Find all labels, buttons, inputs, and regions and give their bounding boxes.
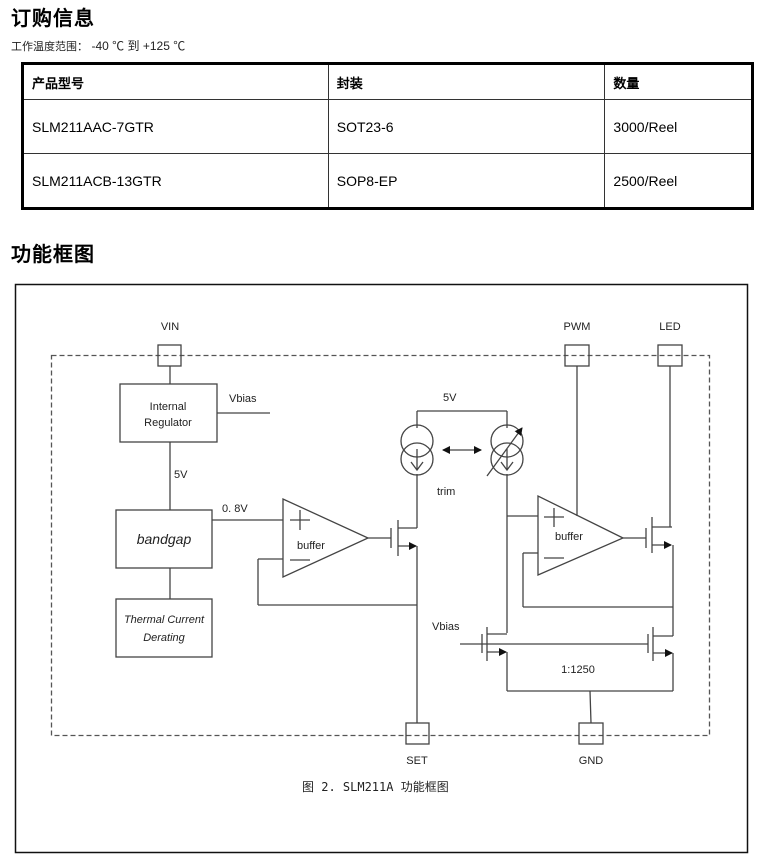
pin-vin-box — [157, 344, 182, 367]
buffer-left-label: buffer — [297, 540, 325, 552]
thermal-label-line2: Derating — [143, 632, 185, 644]
pin-label-gnd: GND — [579, 755, 604, 767]
header-package: 封装 — [327, 63, 606, 100]
table-row: SLM211AAC-7GTR SOT23-6 3000/Reel — [22, 99, 753, 154]
buffer-right-label: buffer — [555, 531, 583, 543]
zero-eight-v-label: 0. 8V — [222, 503, 248, 515]
five-v-top-label: 5V — [443, 392, 457, 404]
mirror-ratio-label: 1:1250 — [561, 664, 595, 676]
thermal-label-line1: Thermal Current — [124, 614, 205, 626]
pin-label-pwm: PWM — [564, 321, 591, 333]
header-quantity: 数量 — [604, 63, 753, 100]
vbias-top-label: Vbias — [229, 393, 257, 405]
pin-label-vin: VIN — [161, 321, 179, 333]
ordering-title: 订购信息 — [11, 6, 95, 30]
pin-pwm-box — [564, 344, 590, 367]
cell-part-number: SLM211ACB-13GTR — [22, 153, 329, 209]
internal-regulator-block — [119, 383, 218, 443]
header-part-number: 产品型号 — [22, 63, 329, 100]
temperature-range: 工作温度范围： -40 ℃ 到 +125 ℃ — [11, 37, 185, 54]
regulator-label-line2: Regulator — [144, 417, 192, 429]
chip-boundary — [50, 354, 711, 737]
table-row: SLM211ACB-13GTR SOP8-EP 2500/Reel — [22, 153, 753, 209]
bandgap-block — [115, 509, 213, 569]
bandgap-label: bandgap — [137, 531, 192, 547]
temperature-value: -40 ℃ 到 +125 ℃ — [91, 39, 186, 53]
pin-label-led: LED — [659, 321, 680, 333]
right-buffer-amp — [537, 494, 625, 576]
temperature-label: 工作温度范围： — [11, 40, 88, 53]
vbias-bottom-label: Vbias — [432, 621, 460, 633]
pin-set-box — [405, 722, 430, 745]
block-diagram-title: 功能框图 — [11, 242, 95, 266]
figure-frame — [14, 283, 749, 854]
five-v-left-label: 5V — [174, 469, 188, 481]
cell-quantity: 2500/Reel — [604, 153, 753, 209]
pin-gnd-box — [578, 722, 604, 745]
thermal-derating-block — [115, 598, 213, 658]
trim-label: trim — [437, 486, 455, 498]
cell-package: SOP8-EP — [327, 153, 606, 209]
figure-caption: 图 2. SLM211A 功能框图 — [302, 780, 449, 794]
table-header-row: 产品型号 封装 数量 — [22, 63, 753, 100]
cell-quantity: 3000/Reel — [604, 99, 753, 154]
cell-part-number: SLM211AAC-7GTR — [22, 99, 329, 154]
regulator-label-line1: Internal — [150, 401, 187, 413]
ordering-table: 产品型号 封装 数量 SLM211AAC-7GTR SOT23-6 3000/R… — [21, 62, 754, 210]
pin-label-set: SET — [406, 755, 428, 767]
left-buffer-amp — [282, 497, 370, 579]
